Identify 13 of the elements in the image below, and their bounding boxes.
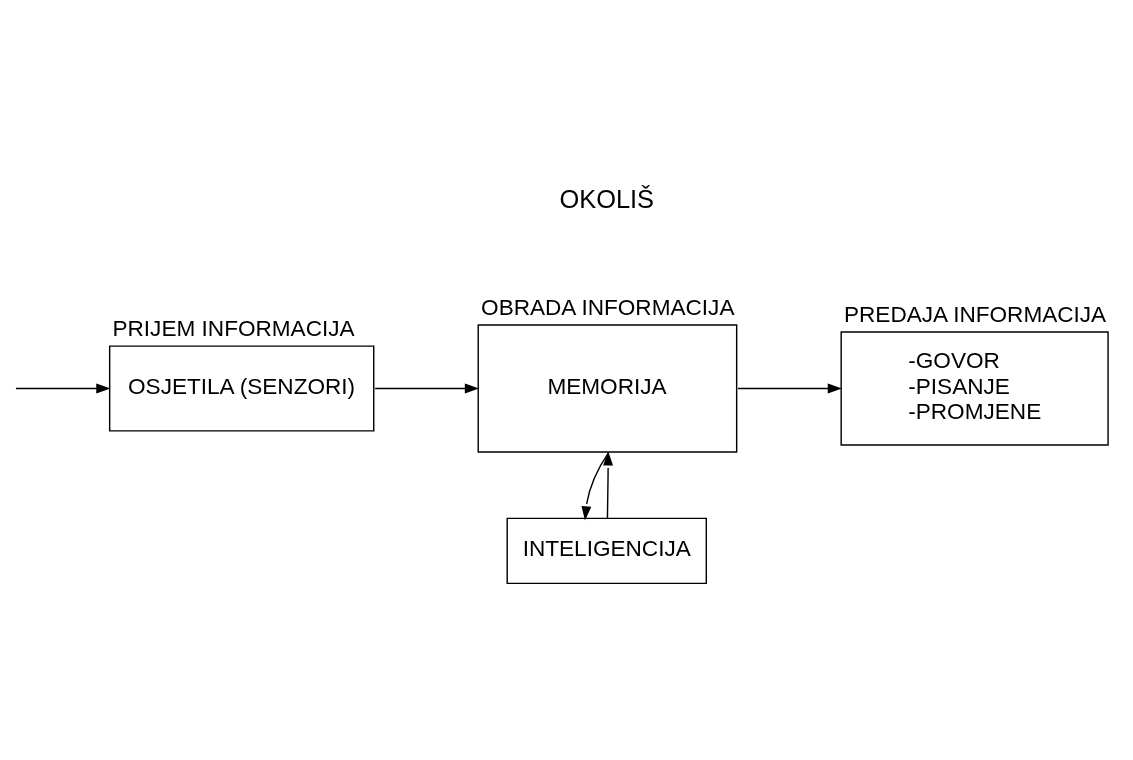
node-box: INTELIGENCIJA xyxy=(506,517,707,585)
node-box: MEMORIJA xyxy=(477,324,738,453)
node-box: OSJETILA (SENZORI) xyxy=(108,345,375,432)
arrow xyxy=(581,452,609,521)
label: OKOLIŠ xyxy=(559,185,655,214)
node-label: PRIJEM INFORMACIJA xyxy=(112,315,355,341)
arrow xyxy=(374,383,479,394)
node-box: -GOVOR -PISANJE -PROMJENE xyxy=(840,331,1109,446)
node-label: OBRADA INFORMACIJA xyxy=(481,294,735,320)
arrow xyxy=(603,451,614,520)
arrow xyxy=(15,383,111,394)
node-label: PREDAJA INFORMACIJA xyxy=(843,301,1107,327)
arrow xyxy=(737,383,842,394)
